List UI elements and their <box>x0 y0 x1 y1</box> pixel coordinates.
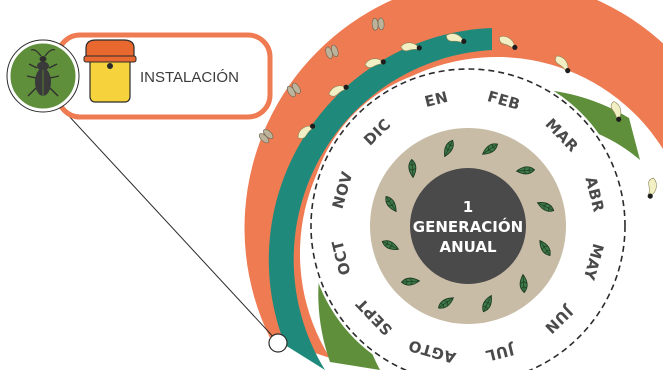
larva-icon <box>446 33 467 44</box>
larva-icons <box>297 33 657 199</box>
legend-callout: INSTALACIÓN <box>6 32 273 120</box>
connector-line <box>42 87 279 343</box>
month-label-en: EN <box>423 88 450 111</box>
leaf-icon <box>536 202 555 212</box>
larva-icon <box>328 84 349 97</box>
month-ring-border <box>310 68 626 370</box>
pupa-icon <box>258 128 274 144</box>
installation-label: INSTALACIÓN <box>140 69 239 86</box>
leaf-icons <box>381 139 555 313</box>
center-line-2: GENERACIÓN <box>413 217 523 236</box>
larva-icon <box>610 101 622 122</box>
larva-icon <box>364 58 386 68</box>
beetle-icon <box>26 49 60 97</box>
larva-icon <box>555 55 571 74</box>
center-line-3: ANUAL <box>439 238 496 256</box>
leaf-icon <box>515 166 536 175</box>
leaf-icon <box>481 143 499 155</box>
larva-icon <box>647 177 657 199</box>
larva-icon <box>499 36 518 50</box>
legend-circle-outline <box>6 39 80 113</box>
center-disc <box>410 168 526 284</box>
pupa-icon <box>325 44 339 59</box>
larva-icon <box>400 42 422 52</box>
leaf-icon <box>437 297 455 309</box>
leaf-icon <box>444 139 454 158</box>
center-line-1: 1 <box>463 198 473 216</box>
connector-end-dot <box>268 333 288 353</box>
leaf-icon <box>381 240 400 250</box>
trap-icon <box>83 39 137 103</box>
leaf-icon <box>519 273 528 294</box>
larva-icon <box>297 123 316 139</box>
leaf-icon <box>482 294 492 313</box>
leaf-icon <box>385 195 397 213</box>
leaf-icon <box>400 277 421 286</box>
pupa-icon <box>286 82 301 98</box>
adult-stage-arc <box>268 28 492 370</box>
leaf-icon <box>408 158 417 179</box>
leaf-icon <box>539 239 551 257</box>
pupa-icons <box>258 17 385 144</box>
pupa-icon <box>371 17 385 31</box>
